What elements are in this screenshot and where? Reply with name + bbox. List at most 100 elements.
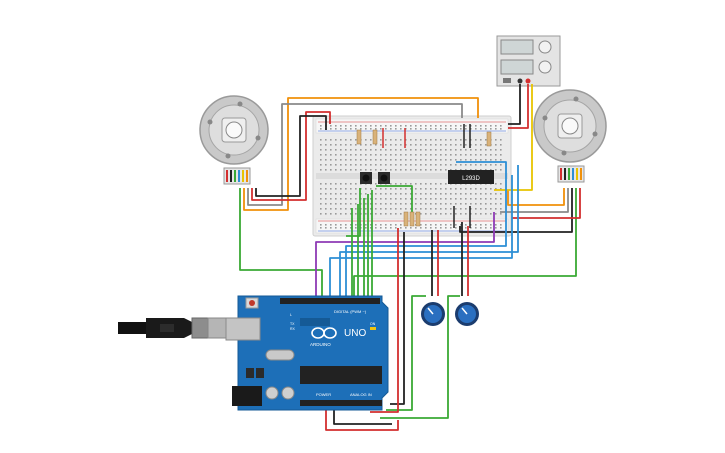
breadboard-hole <box>345 125 347 127</box>
breadboard-hole <box>490 169 492 171</box>
power-header-label: POWER <box>316 392 331 397</box>
motor-driver-ic[interactable]: L293D <box>448 170 494 184</box>
breadboard-hole <box>345 188 347 190</box>
power-supply[interactable] <box>496 35 561 87</box>
breadboard-hole <box>395 125 397 127</box>
breadboard-hole <box>380 159 382 161</box>
breadboard-hole <box>470 149 472 151</box>
breadboard-hole <box>335 203 337 205</box>
breadboard-hole <box>500 125 502 127</box>
breadboard-hole <box>320 149 322 151</box>
breadboard-hole <box>365 193 367 195</box>
breadboard-hole <box>385 208 387 210</box>
breadboard-hole <box>475 227 477 229</box>
breadboard-hole <box>335 128 337 130</box>
breadboard-hole <box>365 164 367 166</box>
breadboard-hole <box>405 227 407 229</box>
breadboard-hole <box>480 208 482 210</box>
breadboard-hole <box>485 139 487 141</box>
breadboard-hole <box>385 149 387 151</box>
potentiometer-1[interactable] <box>421 302 445 326</box>
pushbutton-2[interactable] <box>378 172 390 184</box>
breadboard-hole <box>430 213 432 215</box>
dc-motor-right[interactable] <box>533 89 607 183</box>
breadboard-hole <box>480 139 482 141</box>
breadboard-hole <box>400 128 402 130</box>
breadboard-hole <box>440 144 442 146</box>
breadboard-hole <box>355 224 357 226</box>
breadboard-hole <box>495 149 497 151</box>
breadboard-hole <box>380 188 382 190</box>
breadboard-hole <box>450 144 452 146</box>
breadboard-hole <box>405 128 407 130</box>
breadboard-hole <box>350 188 352 190</box>
breadboard-hole <box>380 169 382 171</box>
breadboard-hole <box>470 224 472 226</box>
breadboard-hole <box>430 224 432 226</box>
breadboard-hole <box>435 183 437 185</box>
breadboard-hole <box>360 154 362 156</box>
dc-motor-left[interactable] <box>199 95 269 185</box>
breadboard-hole <box>395 208 397 210</box>
breadboard-hole <box>475 169 477 171</box>
breadboard-hole <box>420 183 422 185</box>
breadboard-hole <box>490 125 492 127</box>
breadboard-hole <box>465 208 467 210</box>
breadboard-hole <box>445 208 447 210</box>
breadboard-hole <box>480 188 482 190</box>
breadboard-hole <box>405 198 407 200</box>
arduino-uno[interactable]: UNO ARDUINO DIGITAL (PWM ~) POWER ANALOG… <box>225 295 389 411</box>
breadboard-hole <box>485 144 487 146</box>
breadboard-hole <box>370 208 372 210</box>
breadboard-hole <box>495 125 497 127</box>
breadboard-hole <box>340 144 342 146</box>
breadboard-hole <box>425 183 427 185</box>
breadboard-hole <box>345 169 347 171</box>
breadboard-hole <box>435 154 437 156</box>
breadboard-hole <box>420 139 422 141</box>
breadboard-hole <box>490 224 492 226</box>
breadboard-hole <box>495 198 497 200</box>
breadboard-hole <box>395 154 397 156</box>
breadboard-hole <box>375 188 377 190</box>
breadboard-hole <box>320 227 322 229</box>
breadboard-hole <box>495 159 497 161</box>
breadboard-hole <box>485 208 487 210</box>
breadboard-hole <box>490 164 492 166</box>
breadboard-hole <box>445 193 447 195</box>
breadboard-hole <box>320 139 322 141</box>
breadboard-hole <box>335 125 337 127</box>
breadboard-hole <box>455 198 457 200</box>
breadboard-hole <box>410 183 412 185</box>
breadboard-hole <box>350 139 352 141</box>
breadboard-hole <box>450 149 452 151</box>
breadboard-hole <box>400 183 402 185</box>
breadboard-hole <box>330 139 332 141</box>
breadboard-hole <box>495 128 497 130</box>
potentiometer-2[interactable] <box>455 302 479 326</box>
breadboard-hole <box>335 183 337 185</box>
pushbutton-1[interactable] <box>360 172 372 184</box>
breadboard-hole <box>480 213 482 215</box>
breadboard-hole <box>365 213 367 215</box>
breadboard-hole <box>460 193 462 195</box>
breadboard-hole <box>500 154 502 156</box>
breadboard-hole <box>455 193 457 195</box>
breadboard-hole <box>370 224 372 226</box>
breadboard-hole <box>475 208 477 210</box>
breadboard-hole <box>390 144 392 146</box>
breadboard-hole <box>470 159 472 161</box>
breadboard-hole <box>480 203 482 205</box>
breadboard-hole <box>490 227 492 229</box>
breadboard-hole <box>395 128 397 130</box>
breadboard-hole <box>495 169 497 171</box>
breadboard-hole <box>415 159 417 161</box>
breadboard-hole <box>420 144 422 146</box>
breadboard-hole <box>415 208 417 210</box>
breadboard-hole <box>485 149 487 151</box>
breadboard-hole <box>390 208 392 210</box>
breadboard-hole <box>365 208 367 210</box>
breadboard-hole <box>500 227 502 229</box>
breadboard-hole <box>425 224 427 226</box>
breadboard-hole <box>340 213 342 215</box>
